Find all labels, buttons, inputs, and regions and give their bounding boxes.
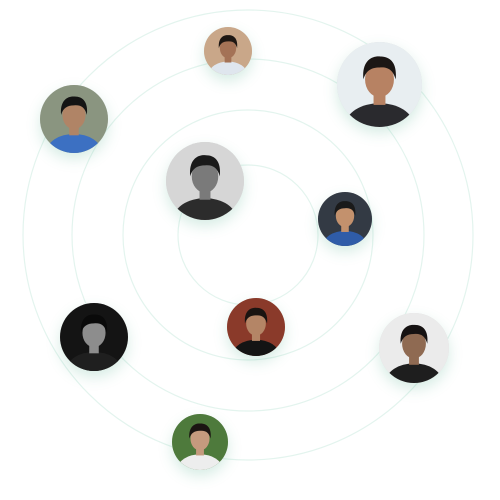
photo-hair — [244, 307, 268, 324]
photo-shoulders — [386, 363, 442, 383]
photo-face — [191, 159, 219, 193]
photo-face — [190, 426, 210, 451]
photo-neck — [89, 342, 99, 354]
photo-hair — [334, 201, 356, 216]
avatar-9[interactable] — [172, 414, 228, 470]
orbit-ring-middle — [122, 109, 374, 361]
photo-shoulders — [323, 230, 367, 246]
photo-shoulders — [177, 454, 223, 470]
avatar-photo — [166, 142, 244, 220]
photo-hair — [80, 314, 108, 333]
photo-face — [82, 318, 106, 348]
avatar-1[interactable] — [204, 27, 252, 75]
photo-neck — [251, 331, 261, 341]
avatar-3[interactable] — [40, 85, 108, 153]
photo-face — [219, 38, 237, 59]
avatar-photo — [204, 27, 252, 75]
avatar-8[interactable] — [379, 313, 449, 383]
avatar-photo — [337, 42, 422, 127]
photo-neck — [224, 54, 232, 63]
avatar-5[interactable] — [318, 192, 372, 246]
avatar-4[interactable] — [166, 142, 244, 220]
photo-hair — [400, 324, 428, 344]
photo-face — [365, 61, 394, 98]
photo-shoulders — [232, 339, 280, 356]
photo-neck — [199, 187, 211, 200]
photo-hair — [190, 155, 221, 177]
photo-neck — [69, 124, 79, 136]
photo-shoulders — [345, 103, 414, 127]
photo-shoulders — [173, 198, 237, 220]
avatar-photo — [379, 313, 449, 383]
avatar-photo — [172, 414, 228, 470]
orbit-ring-outermost — [22, 9, 474, 461]
avatar-photo — [227, 298, 285, 356]
photo-face — [246, 311, 266, 336]
photo-neck — [373, 91, 386, 105]
avatar-6[interactable] — [60, 303, 128, 371]
photo-hair — [189, 423, 211, 439]
avatar-photo — [318, 192, 372, 246]
photo-face — [402, 329, 426, 359]
photo-hair — [60, 96, 88, 115]
avatar-photo — [40, 85, 108, 153]
avatar-2[interactable] — [337, 42, 422, 127]
avatar-7[interactable] — [227, 298, 285, 356]
photo-neck — [196, 446, 204, 456]
photo-face — [335, 204, 355, 228]
photo-shoulders — [66, 351, 122, 371]
photo-hair — [363, 56, 396, 80]
avatar-photo — [60, 303, 128, 371]
photo-neck — [409, 353, 419, 365]
photo-shoulders — [46, 133, 102, 153]
photo-hair — [218, 35, 238, 49]
photo-face — [62, 100, 86, 130]
photo-neck — [341, 223, 349, 232]
photo-shoulders — [208, 61, 248, 75]
